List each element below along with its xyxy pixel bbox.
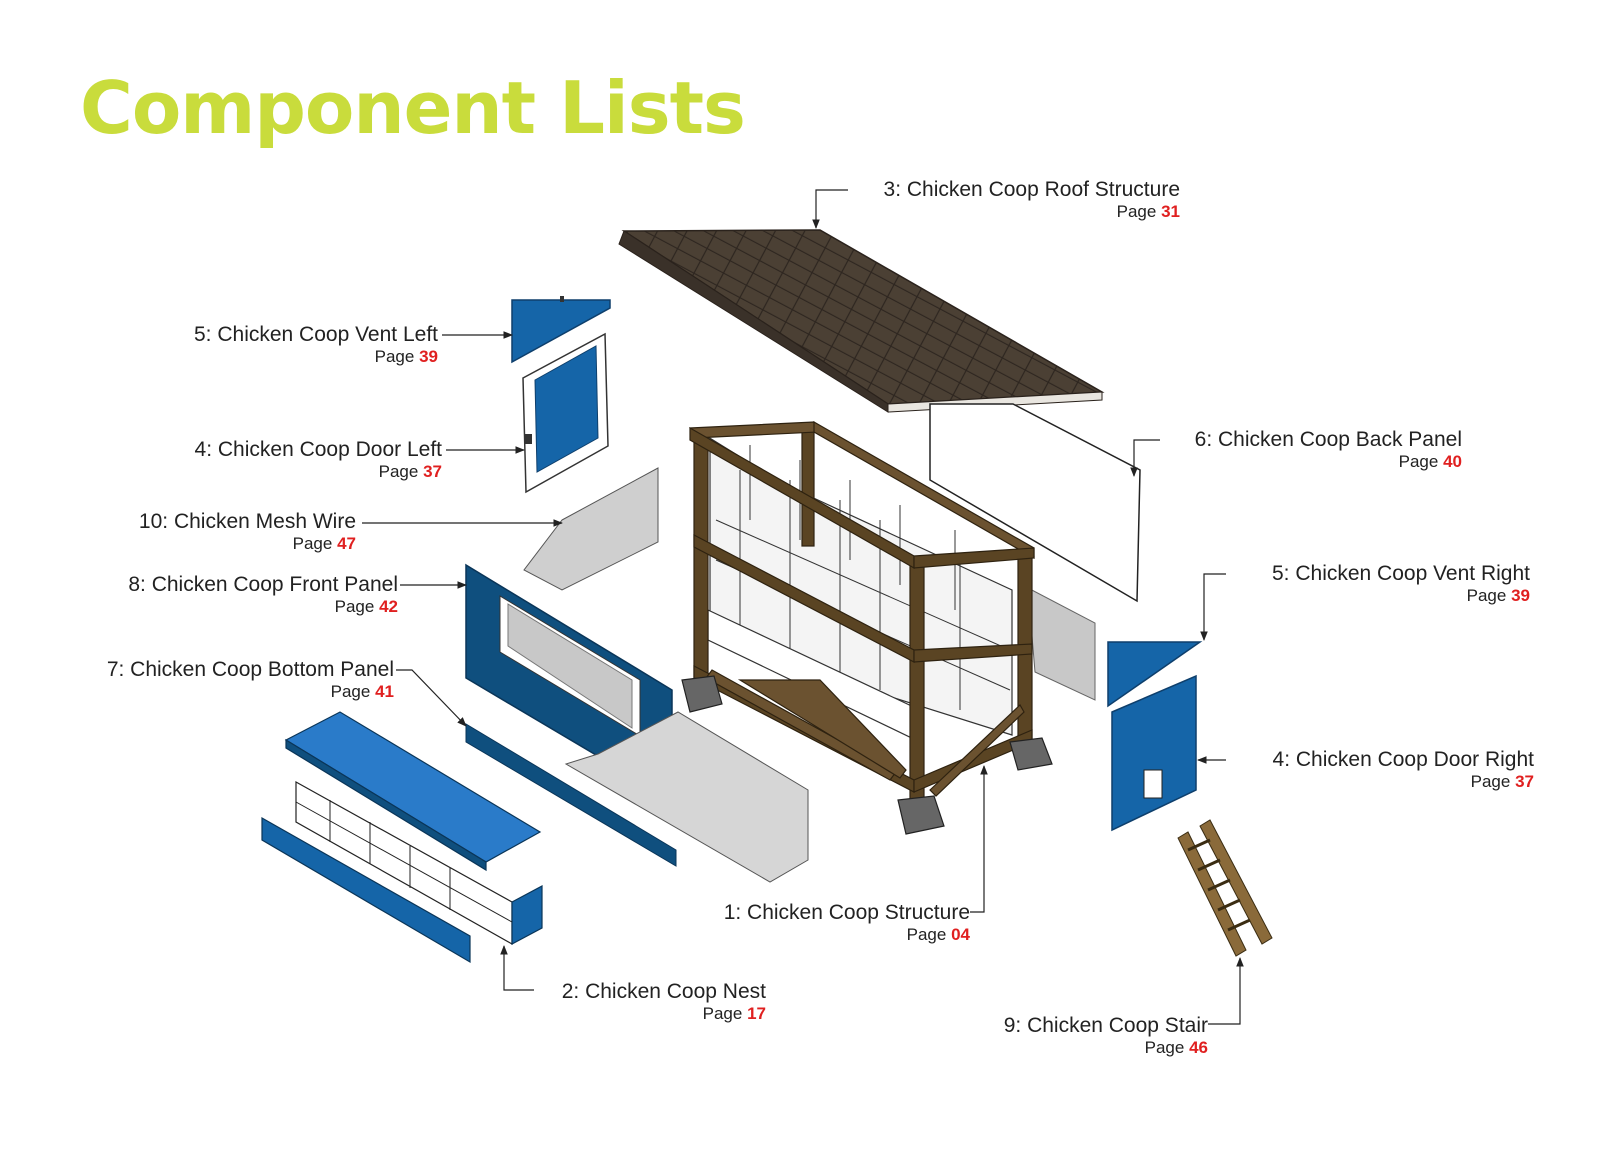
side-mesh-part <box>1027 587 1096 701</box>
page-number: 39 <box>419 347 438 367</box>
callout-vent-left: 5: Chicken Coop Vent Left Page 39 <box>194 323 438 367</box>
callout-label: 1: Chicken Coop Structure <box>723 901 970 924</box>
page-prefix: Page <box>378 462 419 482</box>
page-title: Component Lists <box>80 66 746 150</box>
callout-label: 8: Chicken Coop Front Panel <box>128 573 398 596</box>
vent-left-part <box>511 296 611 364</box>
page-number: 47 <box>337 534 356 554</box>
callout-label: 7: Chicken Coop Bottom Panel <box>106 658 394 681</box>
callout-stair: 9: Chicken Coop Stair Page 46 <box>1004 1014 1208 1058</box>
page-number: 42 <box>379 597 398 617</box>
page-prefix: Page <box>334 597 375 617</box>
roof-part <box>618 229 1105 413</box>
callout-front-panel: 8: Chicken Coop Front Panel Page 42 <box>128 573 398 617</box>
page-number: 17 <box>747 1004 766 1024</box>
callout-label: 2: Chicken Coop Nest <box>561 980 766 1003</box>
callout-door-left: 4: Chicken Coop Door Left Page 37 <box>195 438 442 482</box>
mesh-wire-part <box>523 467 659 591</box>
callout-mesh-wire: 10: Chicken Mesh Wire Page 47 <box>139 510 356 554</box>
callout-vent-right: 5: Chicken Coop Vent Right Page 39 <box>1272 562 1530 606</box>
callout-label: 9: Chicken Coop Stair <box>1003 1014 1208 1037</box>
callout-label: 3: Chicken Coop Roof Structure <box>883 178 1180 201</box>
page-prefix: Page <box>292 534 333 554</box>
callout-nest: 2: Chicken Coop Nest Page 17 <box>562 980 766 1024</box>
vent-right-part <box>1107 641 1203 708</box>
page-number: 40 <box>1443 452 1462 472</box>
page-prefix: Page <box>1144 1038 1185 1058</box>
callout-roof: 3: Chicken Coop Roof Structure Page 31 <box>884 178 1180 222</box>
page-prefix: Page <box>1116 202 1157 222</box>
front-panel-part <box>465 563 673 802</box>
page-prefix: Page <box>1466 586 1507 606</box>
page-number: 39 <box>1511 586 1530 606</box>
callout-label: 5: Chicken Coop Vent Right <box>1272 562 1530 585</box>
page-number: 46 <box>1189 1038 1208 1058</box>
page-number: 04 <box>951 925 970 945</box>
callout-label: 5: Chicken Coop Vent Left <box>194 323 438 346</box>
bottom-panel-part <box>465 723 677 867</box>
callout-structure: 1: Chicken Coop Structure Page 04 <box>724 901 970 945</box>
back-panel-part <box>929 403 1141 603</box>
floor-tray-part <box>564 711 809 883</box>
door-right-part <box>1111 674 1197 832</box>
callout-label: 4: Chicken Coop Door Left <box>194 438 442 461</box>
nest-part <box>261 711 543 964</box>
leader-lines <box>362 189 1244 1025</box>
callout-door-right: 4: Chicken Coop Door Right Page 37 <box>1273 748 1534 792</box>
page-number: 37 <box>423 462 442 482</box>
callout-bottom-panel: 7: Chicken Coop Bottom Panel Page 41 <box>107 658 394 702</box>
page-prefix: Page <box>1470 772 1511 792</box>
callout-label: 4: Chicken Coop Door Right <box>1272 748 1534 771</box>
page-prefix: Page <box>330 682 371 702</box>
page-prefix: Page <box>702 1004 743 1024</box>
callout-label: 10: Chicken Mesh Wire <box>138 510 356 533</box>
structure-part <box>681 420 1053 835</box>
page-number: 37 <box>1515 772 1534 792</box>
page-prefix: Page <box>906 925 947 945</box>
callout-label: 6: Chicken Coop Back Panel <box>1194 428 1462 451</box>
page-prefix: Page <box>1398 452 1439 472</box>
page-number: 41 <box>375 682 394 702</box>
door-left-part <box>522 332 609 494</box>
callout-back-panel: 6: Chicken Coop Back Panel Page 40 <box>1195 428 1462 472</box>
page-number: 31 <box>1161 202 1180 222</box>
stair-part <box>1177 819 1273 957</box>
page-prefix: Page <box>374 347 415 367</box>
